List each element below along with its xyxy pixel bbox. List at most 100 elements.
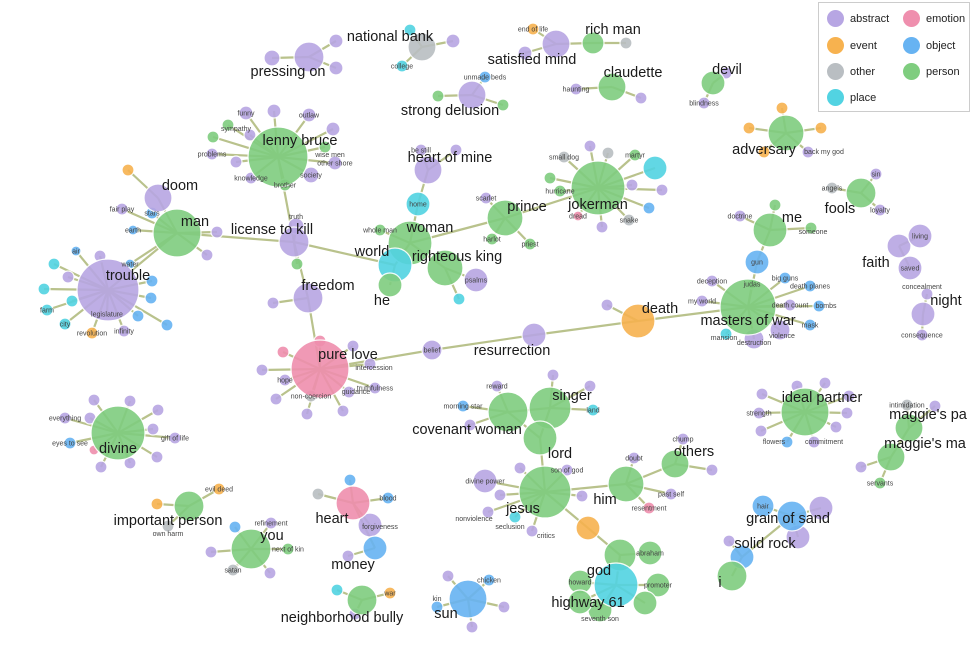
node-saved[interactable] bbox=[897, 255, 923, 281]
node-jk12[interactable] bbox=[595, 220, 609, 234]
node-js5[interactable] bbox=[481, 505, 495, 519]
node-living[interactable] bbox=[907, 223, 933, 249]
node-doom[interactable] bbox=[143, 183, 173, 213]
node-tr3[interactable] bbox=[61, 270, 75, 284]
node-covenant-woman[interactable] bbox=[487, 391, 529, 433]
node-nb3[interactable] bbox=[445, 33, 461, 49]
node-jk6[interactable] bbox=[543, 171, 557, 185]
node-js7[interactable] bbox=[525, 524, 539, 538]
node-heart[interactable] bbox=[335, 485, 371, 521]
node-su1[interactable] bbox=[482, 573, 496, 587]
node-mw5[interactable] bbox=[695, 294, 709, 308]
node-dn3[interactable] bbox=[123, 394, 137, 408]
node-hm2[interactable] bbox=[449, 143, 463, 157]
node-fr1[interactable] bbox=[266, 296, 280, 310]
node-national-bank[interactable] bbox=[407, 32, 437, 62]
node-home[interactable] bbox=[405, 191, 431, 217]
node-important-person[interactable] bbox=[173, 490, 205, 522]
node-nbu2[interactable] bbox=[383, 586, 397, 600]
node-su3[interactable] bbox=[497, 600, 511, 614]
node-sun[interactable] bbox=[448, 579, 488, 619]
node-maggies-pa[interactable] bbox=[894, 413, 924, 443]
node-fo1[interactable] bbox=[825, 181, 839, 195]
node-js2[interactable] bbox=[560, 463, 574, 477]
node-tr5[interactable] bbox=[65, 294, 79, 308]
node-cw2[interactable] bbox=[456, 399, 470, 413]
node-hi3[interactable] bbox=[642, 501, 656, 515]
node-cw4[interactable] bbox=[546, 368, 560, 382]
node-mm2[interactable] bbox=[873, 476, 887, 490]
node-death[interactable] bbox=[620, 303, 656, 339]
node-tr8[interactable] bbox=[85, 326, 99, 340]
node-dn7[interactable] bbox=[150, 450, 164, 464]
node-mw9[interactable] bbox=[769, 319, 791, 341]
node-sm2[interactable] bbox=[517, 45, 533, 61]
node-ip4[interactable] bbox=[842, 389, 856, 403]
node-tr7[interactable] bbox=[58, 317, 72, 331]
node-lb3[interactable] bbox=[301, 107, 317, 123]
node-lenny-bruce[interactable] bbox=[247, 126, 309, 188]
node-dn2[interactable] bbox=[87, 393, 101, 407]
node-hw5[interactable] bbox=[567, 589, 593, 615]
node-jk11[interactable] bbox=[622, 213, 636, 227]
node-mw4[interactable] bbox=[803, 279, 817, 293]
node-js3[interactable] bbox=[513, 461, 527, 475]
node-lb2[interactable] bbox=[266, 103, 282, 119]
node-jk3[interactable] bbox=[601, 146, 615, 160]
node-jokerman[interactable] bbox=[570, 160, 626, 216]
node-js1[interactable] bbox=[472, 468, 498, 494]
node-ip9[interactable] bbox=[780, 435, 794, 449]
node-rk1[interactable] bbox=[452, 292, 466, 306]
node-dn1[interactable] bbox=[58, 411, 72, 425]
node-tr12[interactable] bbox=[160, 318, 174, 332]
node-lb9[interactable] bbox=[229, 155, 243, 169]
node-i[interactable] bbox=[716, 560, 748, 592]
node-po1[interactable] bbox=[263, 49, 281, 67]
node-ad2[interactable] bbox=[742, 121, 756, 135]
node-hi2[interactable] bbox=[664, 487, 678, 501]
node-dn5[interactable] bbox=[146, 422, 160, 436]
node-ip3[interactable] bbox=[818, 376, 832, 390]
node-pl8[interactable] bbox=[300, 407, 314, 421]
node-js8[interactable] bbox=[575, 489, 589, 503]
node-divine[interactable] bbox=[90, 405, 146, 461]
node-mo1[interactable] bbox=[341, 549, 355, 563]
node-ad1[interactable] bbox=[775, 101, 789, 115]
node-ot2[interactable] bbox=[705, 463, 719, 477]
node-dn9[interactable] bbox=[94, 460, 108, 474]
node-su2[interactable] bbox=[441, 569, 455, 583]
node-ad3[interactable] bbox=[814, 121, 828, 135]
node-ip6[interactable] bbox=[840, 406, 854, 420]
node-dn10[interactable] bbox=[63, 436, 77, 450]
node-po2[interactable] bbox=[328, 33, 344, 49]
node-rich-man[interactable] bbox=[581, 31, 605, 55]
node-tr6[interactable] bbox=[40, 303, 54, 317]
node-fools[interactable] bbox=[845, 177, 877, 209]
node-yo3[interactable] bbox=[281, 542, 295, 556]
node-dn6[interactable] bbox=[168, 431, 182, 445]
node-lb11[interactable] bbox=[318, 140, 332, 154]
node-fo3[interactable] bbox=[873, 203, 887, 217]
node-ip10[interactable] bbox=[807, 435, 821, 449]
node-others[interactable] bbox=[660, 449, 690, 479]
node-adversary[interactable] bbox=[767, 114, 805, 152]
node-pl9[interactable] bbox=[336, 404, 350, 418]
node-ot1[interactable] bbox=[676, 432, 690, 446]
node-mw6[interactable] bbox=[783, 298, 797, 312]
node-js6[interactable] bbox=[508, 510, 522, 524]
node-nb1[interactable] bbox=[395, 59, 409, 73]
node-faith[interactable] bbox=[886, 233, 912, 259]
node-ip1[interactable] bbox=[755, 387, 769, 401]
node-ad4[interactable] bbox=[757, 145, 771, 159]
node-sd1[interactable] bbox=[431, 89, 445, 103]
node-freedom[interactable] bbox=[292, 282, 324, 314]
node-hi1[interactable] bbox=[627, 451, 641, 465]
node-cw5[interactable] bbox=[583, 379, 597, 393]
node-license-to-kill[interactable] bbox=[278, 226, 310, 258]
node-pl5[interactable] bbox=[368, 381, 382, 395]
node-nb2[interactable] bbox=[403, 23, 417, 37]
node-tr1[interactable] bbox=[70, 245, 82, 257]
node-nt1[interactable] bbox=[920, 287, 934, 301]
node-dn4[interactable] bbox=[151, 403, 165, 417]
node-mp2[interactable] bbox=[928, 399, 942, 413]
